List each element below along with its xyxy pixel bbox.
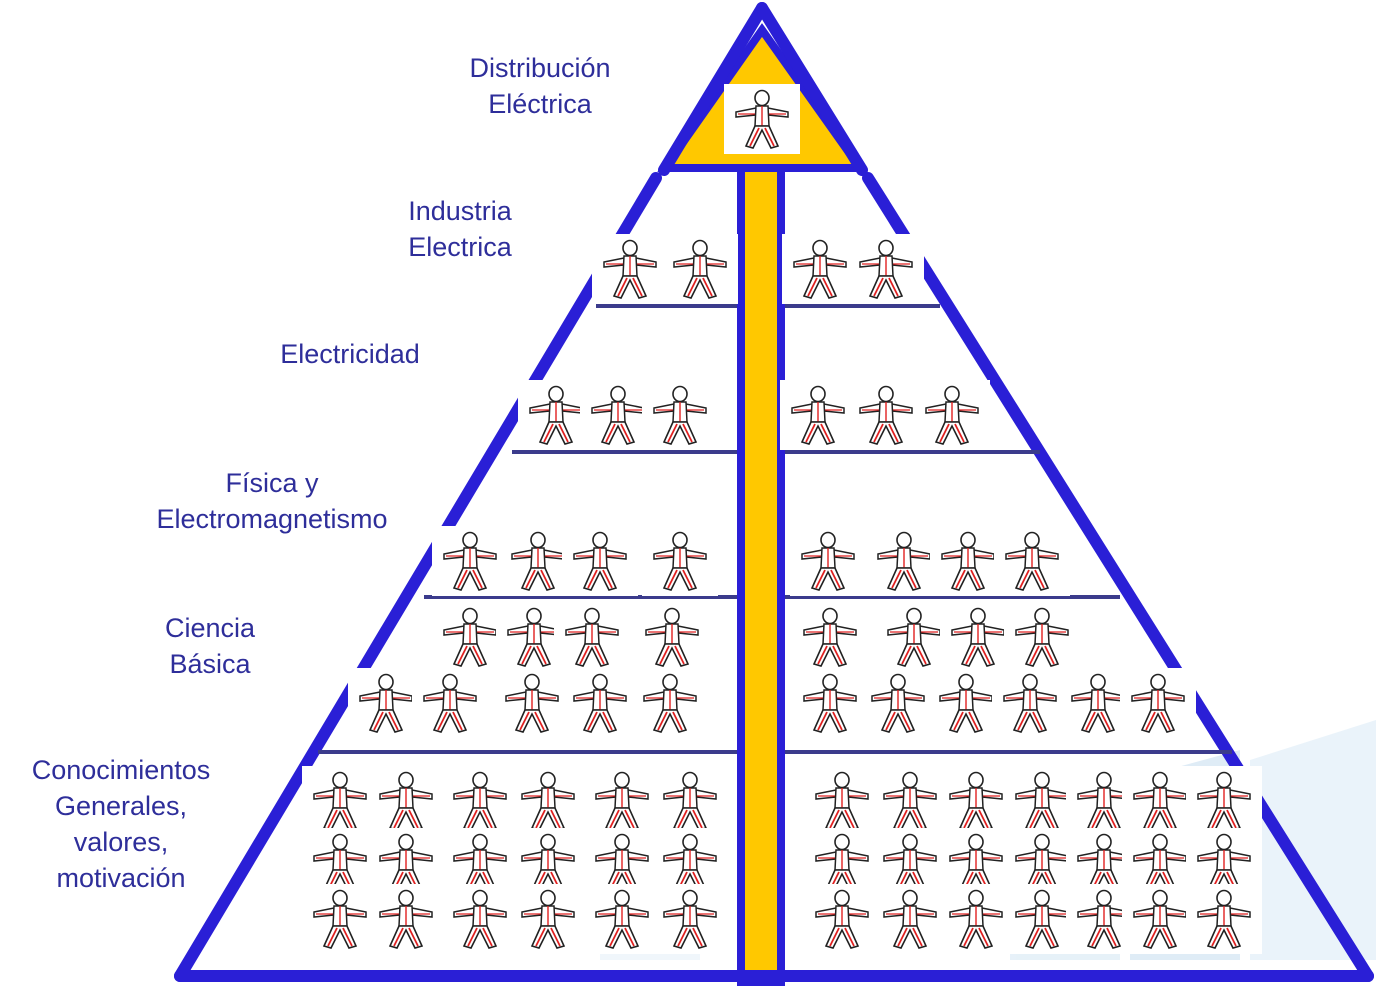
person-figure-icon — [592, 234, 668, 304]
person-figure-icon — [914, 380, 990, 450]
person-figure-icon — [938, 884, 1014, 954]
person-figure-icon — [848, 380, 924, 450]
person-figure-icon — [1120, 668, 1196, 738]
person-figure-icon — [724, 84, 800, 154]
person-figure-icon — [872, 884, 948, 954]
person-figure-icon — [510, 766, 586, 836]
label-line: Eléctrica — [488, 89, 592, 119]
label-line: Electrica — [408, 232, 512, 262]
person-figure-icon — [562, 526, 638, 596]
label-line: valores, — [73, 827, 169, 857]
person-figure-icon — [632, 668, 708, 738]
person-figure-icon — [1004, 602, 1080, 672]
person-figure-icon — [368, 828, 444, 898]
person-figure-icon — [442, 884, 518, 954]
person-figure-icon — [662, 234, 738, 304]
person-figure-icon — [584, 884, 660, 954]
label-line: motivación — [56, 863, 186, 893]
person-figure-icon — [562, 668, 638, 738]
person-figure-icon — [652, 766, 728, 836]
label-line: Industria — [408, 196, 512, 226]
label-line: Generales, — [54, 791, 188, 821]
label-line: Ciencia — [164, 613, 256, 643]
person-figure-icon — [642, 380, 718, 450]
person-figure-icon — [302, 766, 378, 836]
label-electricidad: Electricidad — [250, 336, 450, 372]
label-industria: Industria Electrica — [380, 193, 540, 265]
person-figure-icon — [938, 766, 1014, 836]
person-figure-icon — [872, 766, 948, 836]
person-figure-icon — [1122, 766, 1198, 836]
person-figure-icon — [792, 668, 868, 738]
person-figure-icon — [348, 668, 424, 738]
person-figure-icon — [368, 766, 444, 836]
label-fisica: Física y Electromagnetismo — [122, 465, 422, 537]
person-figure-icon — [804, 766, 880, 836]
person-figure-icon — [928, 668, 1004, 738]
person-figure-icon — [790, 526, 866, 596]
person-figure-icon — [432, 602, 508, 672]
person-figure-icon — [1122, 884, 1198, 954]
label-conocimientos: Conocimientos Generales, valores, motiva… — [6, 752, 236, 896]
person-figure-icon — [994, 526, 1070, 596]
person-figure-icon — [860, 668, 936, 738]
label-line: Conocimientos — [31, 755, 211, 785]
person-figure-icon — [1186, 884, 1262, 954]
person-figure-icon — [780, 380, 856, 450]
person-figure-icon — [302, 884, 378, 954]
person-figure-icon — [1186, 766, 1262, 836]
person-figure-icon — [634, 602, 710, 672]
person-figure-icon — [848, 234, 924, 304]
person-figure-icon — [876, 602, 952, 672]
tier-dividers — [318, 304, 1232, 754]
person-figure-icon — [584, 766, 660, 836]
label-line: Electricidad — [280, 339, 420, 369]
person-figure-icon — [866, 526, 942, 596]
label-ciencia: Ciencia Básica — [120, 610, 300, 682]
person-figure-icon — [782, 234, 858, 304]
person-figure-icon — [804, 884, 880, 954]
person-figure-icon — [642, 526, 718, 596]
person-figure-icon — [992, 668, 1068, 738]
label-line: Electromagnetismo — [156, 504, 388, 534]
person-figure-icon — [442, 766, 518, 836]
person-figure-icon — [510, 884, 586, 954]
person-figure-icon — [554, 602, 630, 672]
pyramid-outline — [174, 2, 1374, 982]
person-figures — [302, 84, 1262, 954]
label-line: Distribución — [469, 53, 611, 83]
person-figure-icon — [792, 602, 868, 672]
person-figure-icon — [412, 668, 488, 738]
person-figure-icon — [652, 884, 728, 954]
person-figure-icon — [940, 602, 1016, 672]
person-figure-icon — [368, 884, 444, 954]
person-figure-icon — [432, 526, 508, 596]
label-line: Física y — [225, 468, 319, 498]
person-figure-icon — [494, 668, 570, 738]
person-figure-icon — [930, 526, 1006, 596]
label-distribucion: Distribución Eléctrica — [440, 50, 640, 122]
label-line: Básica — [169, 649, 251, 679]
